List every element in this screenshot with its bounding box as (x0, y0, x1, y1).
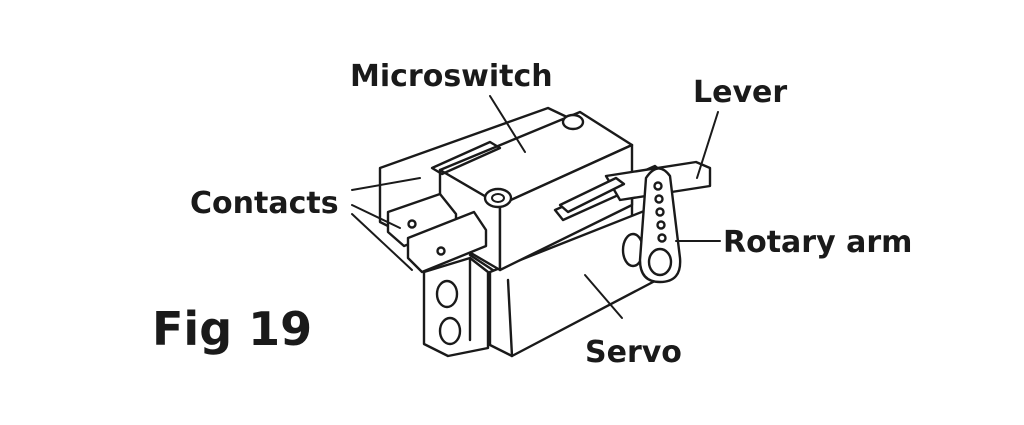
mounting-hole-bottom (438, 316, 462, 346)
switch-hole-front (483, 187, 513, 209)
contacts-leader-3 (351, 213, 413, 271)
rotary-arm (638, 167, 682, 284)
leader-lines (351, 95, 721, 319)
contacts-label: Contacts (190, 186, 339, 221)
contacts (386, 192, 488, 274)
contact-tab-2 (406, 210, 488, 274)
lever-leader (696, 111, 719, 179)
rotary-arm-label: Rotary arm (723, 225, 912, 260)
servo-leader (584, 274, 623, 319)
figure-number: Fig 19 (152, 302, 312, 356)
mounting-hole-top (435, 279, 459, 309)
servo-label: Servo (585, 335, 682, 370)
rotary-arm-hub (647, 247, 673, 277)
microswitch-leader (489, 95, 526, 153)
lever-label: Lever (693, 75, 787, 110)
contacts-leader-2 (351, 204, 401, 229)
microswitch-label: Microswitch (350, 59, 553, 94)
contacts-leader-1 (351, 177, 421, 191)
switch-hole-top (561, 113, 585, 131)
